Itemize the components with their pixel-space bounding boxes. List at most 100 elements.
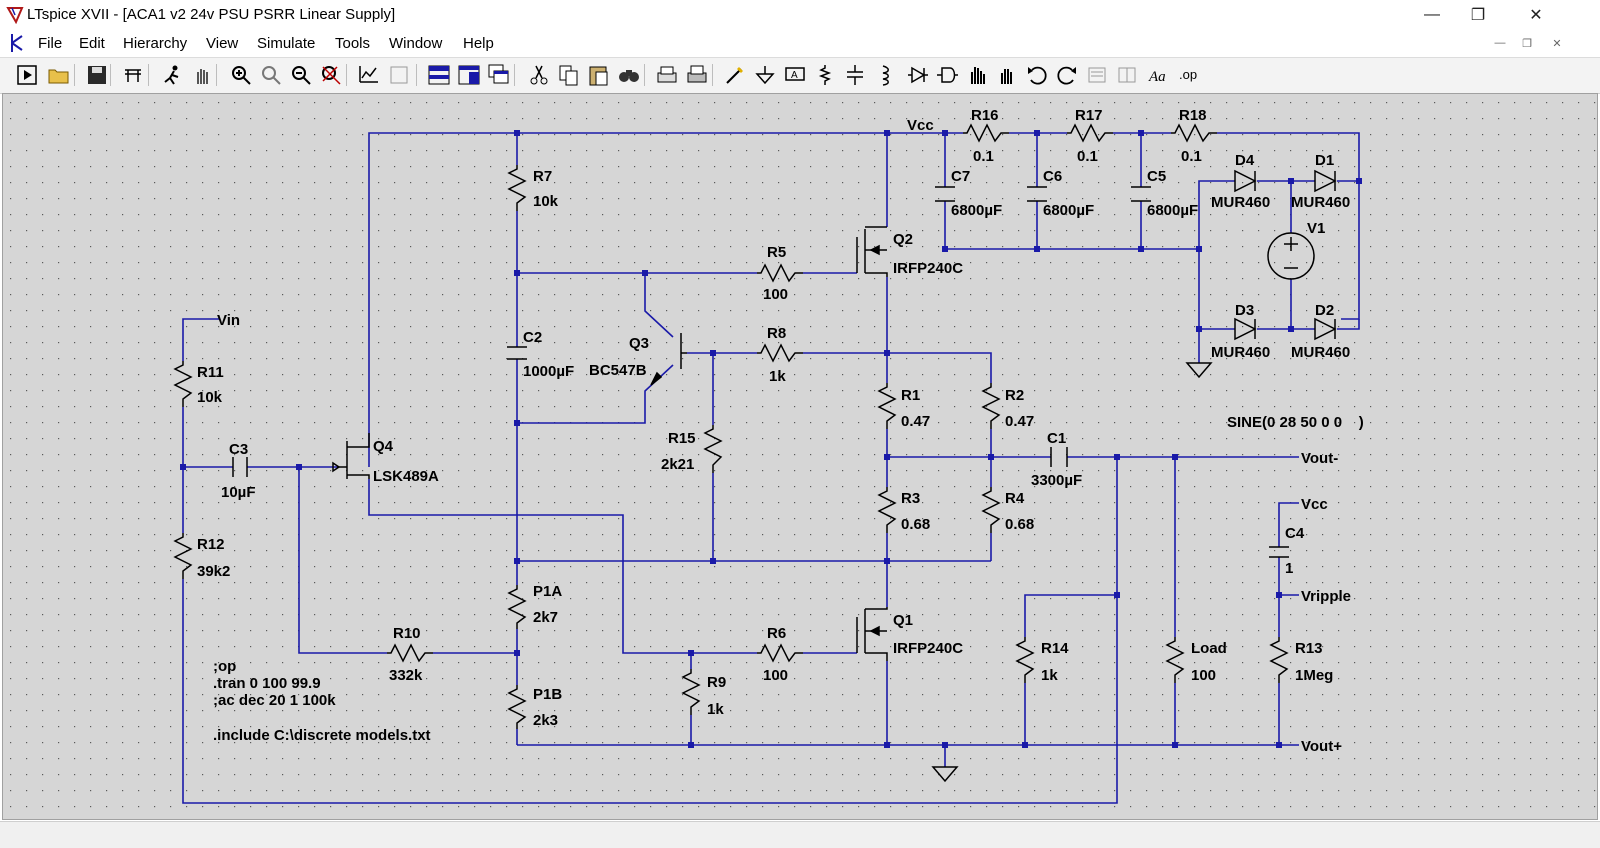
- resistor-R8[interactable]: [757, 343, 803, 363]
- undo-icon[interactable]: [1024, 62, 1050, 88]
- resistor-R10[interactable]: [387, 643, 433, 663]
- resistor-R4[interactable]: [981, 487, 1001, 533]
- diode-D1[interactable]: [1314, 169, 1337, 193]
- menu-hierarchy[interactable]: Hierarchy: [123, 35, 188, 52]
- net-label-vripple[interactable]: Vripple: [1301, 588, 1351, 605]
- text-icon[interactable]: Aa: [1146, 62, 1172, 88]
- tile-horizontal-icon[interactable]: [426, 62, 452, 88]
- inductor-icon[interactable]: [872, 62, 898, 88]
- halt-icon[interactable]: [160, 62, 186, 88]
- resistor-R13[interactable]: [1269, 637, 1289, 683]
- potentiometer-P1A[interactable]: [507, 585, 527, 629]
- schematic-drawing[interactable]: Vcc Vin Vout- Vout+ Vcc Vripple R16 0.1 …: [3, 94, 1597, 819]
- resistor-R2[interactable]: [981, 383, 1001, 429]
- document-icon[interactable]: [8, 32, 28, 54]
- menu-file[interactable]: File: [38, 35, 63, 52]
- diode-D2[interactable]: [1314, 317, 1337, 341]
- wire-icon[interactable]: [722, 62, 748, 88]
- save-icon[interactable]: [84, 62, 110, 88]
- spice-directive-icon[interactable]: .op: [1176, 62, 1202, 88]
- capacitor-icon[interactable]: [842, 62, 868, 88]
- directive-tran[interactable]: .tran 0 100 99.9: [213, 675, 321, 692]
- capacitor-C6[interactable]: [1027, 186, 1047, 202]
- paste-icon[interactable]: [586, 62, 612, 88]
- mirror-icon[interactable]: [1114, 62, 1140, 88]
- voltage-source-V1[interactable]: [1267, 232, 1315, 280]
- capacitor-C7[interactable]: [935, 186, 955, 202]
- resistor-R17[interactable]: [1067, 123, 1113, 143]
- resistor-icon[interactable]: [812, 62, 838, 88]
- resistor-R1[interactable]: [877, 383, 897, 429]
- resistor-Load[interactable]: [1165, 637, 1185, 683]
- cut-icon[interactable]: [526, 62, 552, 88]
- capacitor-C1[interactable]: [1050, 447, 1068, 467]
- capacitor-C4[interactable]: [1269, 546, 1289, 558]
- print-icon[interactable]: [684, 62, 710, 88]
- resistor-R14[interactable]: [1015, 637, 1035, 683]
- mdi-close-button[interactable]: ✕: [1552, 37, 1562, 50]
- minimize-button[interactable]: —: [1424, 6, 1440, 23]
- mdi-minimize-button[interactable]: —: [1494, 37, 1506, 49]
- open-icon[interactable]: [46, 62, 72, 88]
- bjt-Q3[interactable]: [650, 333, 687, 386]
- restore-button[interactable]: ❐: [1470, 7, 1486, 24]
- resistor-R11[interactable]: [173, 361, 193, 407]
- pan-icon[interactable]: [190, 62, 216, 88]
- net-label-vcc[interactable]: Vcc: [907, 117, 934, 134]
- copy-icon[interactable]: [556, 62, 582, 88]
- mdi-restore-button[interactable]: ❐: [1522, 37, 1532, 50]
- menu-simulate[interactable]: Simulate: [257, 35, 316, 52]
- zoom-in-icon[interactable]: [228, 62, 254, 88]
- directive-ac[interactable]: ;ac dec 20 1 100k: [213, 692, 336, 709]
- run-icon[interactable]: [14, 62, 40, 88]
- find-icon[interactable]: [616, 62, 642, 88]
- net-label-vin[interactable]: Vin: [217, 312, 240, 329]
- potentiometer-P1B[interactable]: [507, 685, 527, 729]
- directive-op[interactable]: ;op: [213, 658, 236, 675]
- resistor-R3[interactable]: [877, 487, 897, 533]
- close-button[interactable]: ✕: [1529, 7, 1543, 24]
- resistor-R9[interactable]: [681, 669, 701, 715]
- resistor-R7[interactable]: [507, 165, 527, 211]
- label-icon[interactable]: A: [782, 62, 808, 88]
- autorange-icon[interactable]: [356, 62, 382, 88]
- directive-include[interactable]: .include C:\discrete models.txt: [213, 727, 431, 744]
- menu-window[interactable]: Window: [389, 35, 443, 52]
- capacitor-C5[interactable]: [1131, 186, 1151, 202]
- zoom-fit-icon[interactable]: [318, 62, 344, 88]
- component-icon[interactable]: [934, 62, 960, 88]
- menu-edit[interactable]: Edit: [79, 35, 105, 52]
- resistor-R16[interactable]: [963, 123, 1009, 143]
- mosfet-Q2[interactable]: [856, 226, 888, 277]
- resistor-R5[interactable]: [757, 263, 803, 283]
- menu-tools[interactable]: Tools: [335, 35, 371, 52]
- resistor-R15[interactable]: [703, 425, 723, 473]
- diode-D4[interactable]: [1234, 169, 1257, 193]
- menu-help[interactable]: Help: [463, 35, 494, 52]
- print-setup-icon[interactable]: [654, 62, 680, 88]
- cursor-icon[interactable]: [386, 62, 412, 88]
- capacitor-C3[interactable]: [232, 457, 248, 477]
- menu-view[interactable]: View: [206, 35, 239, 52]
- net-label-vcc-c4[interactable]: Vcc: [1301, 496, 1328, 513]
- mosfet-Q1[interactable]: [856, 607, 888, 661]
- capacitor-C2[interactable]: [507, 346, 527, 360]
- control-panel-icon[interactable]: [120, 62, 146, 88]
- net-label-vout-minus[interactable]: Vout-: [1301, 450, 1338, 467]
- move-icon[interactable]: [964, 62, 990, 88]
- net-label-vout-plus[interactable]: Vout+: [1301, 738, 1342, 755]
- diode-icon[interactable]: [904, 62, 930, 88]
- rotate-icon[interactable]: [1084, 62, 1110, 88]
- zoom-area-icon[interactable]: [258, 62, 284, 88]
- jfet-Q4[interactable]: [332, 433, 370, 479]
- resistor-R18[interactable]: [1171, 123, 1217, 143]
- ground-icon[interactable]: [752, 62, 778, 88]
- resistor-R12[interactable]: [173, 533, 193, 579]
- schematic-canvas[interactable]: Vcc Vin Vout- Vout+ Vcc Vripple R16 0.1 …: [2, 93, 1598, 820]
- zoom-out-icon[interactable]: [288, 62, 314, 88]
- resistor-R6[interactable]: [757, 643, 803, 663]
- redo-icon[interactable]: [1054, 62, 1080, 88]
- cascade-icon[interactable]: [486, 62, 512, 88]
- diode-D3[interactable]: [1234, 317, 1257, 341]
- drag-icon[interactable]: [994, 62, 1020, 88]
